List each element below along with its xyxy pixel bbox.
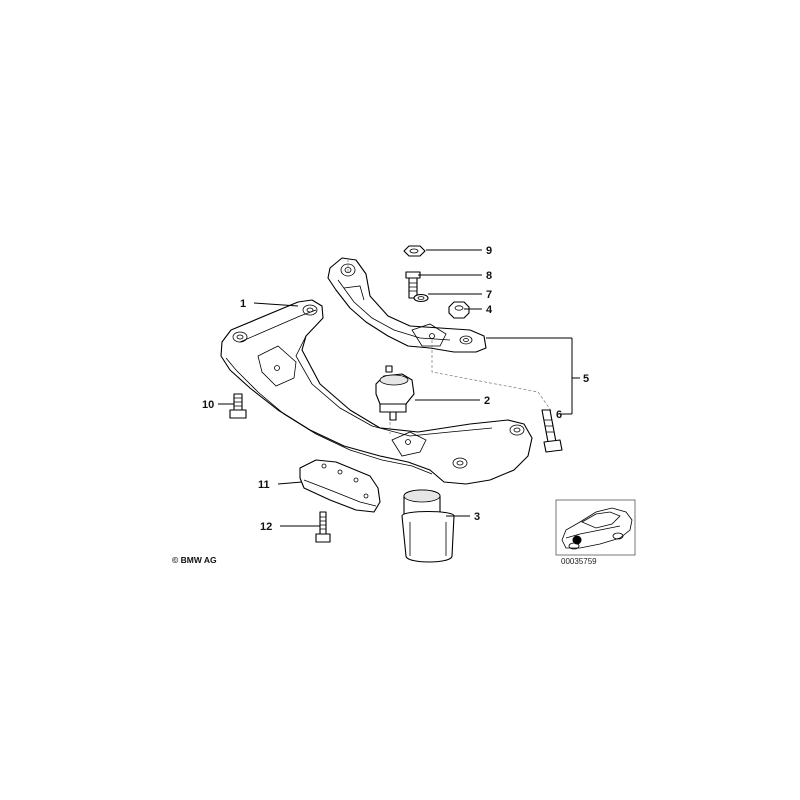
callout-1[interactable]: 1: [240, 298, 246, 310]
car-outline-icon: [561, 507, 633, 550]
callout-9[interactable]: 9: [486, 245, 492, 257]
crossmember-part[interactable]: [220, 299, 533, 485]
callout-3[interactable]: 3: [474, 511, 480, 523]
assembly-guide-line: [431, 340, 553, 413]
washer-part-7[interactable]: [413, 293, 429, 303]
location-marker-icon: [572, 535, 582, 545]
rubber-mount-part-2[interactable]: [375, 365, 415, 421]
callout-5[interactable]: 5: [583, 373, 589, 385]
callout-10[interactable]: 10: [202, 399, 214, 411]
bolt-part-8[interactable]: [405, 271, 421, 299]
callout-8[interactable]: 8: [486, 270, 492, 282]
support-bracket-part-11[interactable]: [299, 459, 381, 513]
callout-7[interactable]: 7: [486, 289, 492, 301]
callout-4[interactable]: 4: [486, 304, 493, 316]
diagram-number: 00035759: [561, 557, 597, 566]
nut-part-4[interactable]: [448, 301, 470, 319]
leader-lines: [218, 249, 580, 527]
bolt-part-12[interactable]: [315, 511, 331, 543]
callout-6[interactable]: 6: [556, 409, 562, 421]
gearbox-support-arm-part[interactable]: [327, 257, 487, 353]
bolt-part-6[interactable]: [541, 409, 563, 453]
bushing-part-3[interactable]: [401, 489, 455, 563]
callout-11[interactable]: 11: [258, 479, 270, 491]
bolt-part-10[interactable]: [229, 393, 247, 419]
callouts: 1 2 3 4 5 6 7 8 9 10 11 12: [202, 245, 589, 533]
vehicle-location-thumbnail: [555, 499, 636, 556]
copyright-text: © BMW AG: [172, 555, 217, 565]
callout-2[interactable]: 2: [484, 395, 490, 407]
nut-part-9[interactable]: [403, 245, 426, 257]
callout-12[interactable]: 12: [260, 521, 272, 533]
